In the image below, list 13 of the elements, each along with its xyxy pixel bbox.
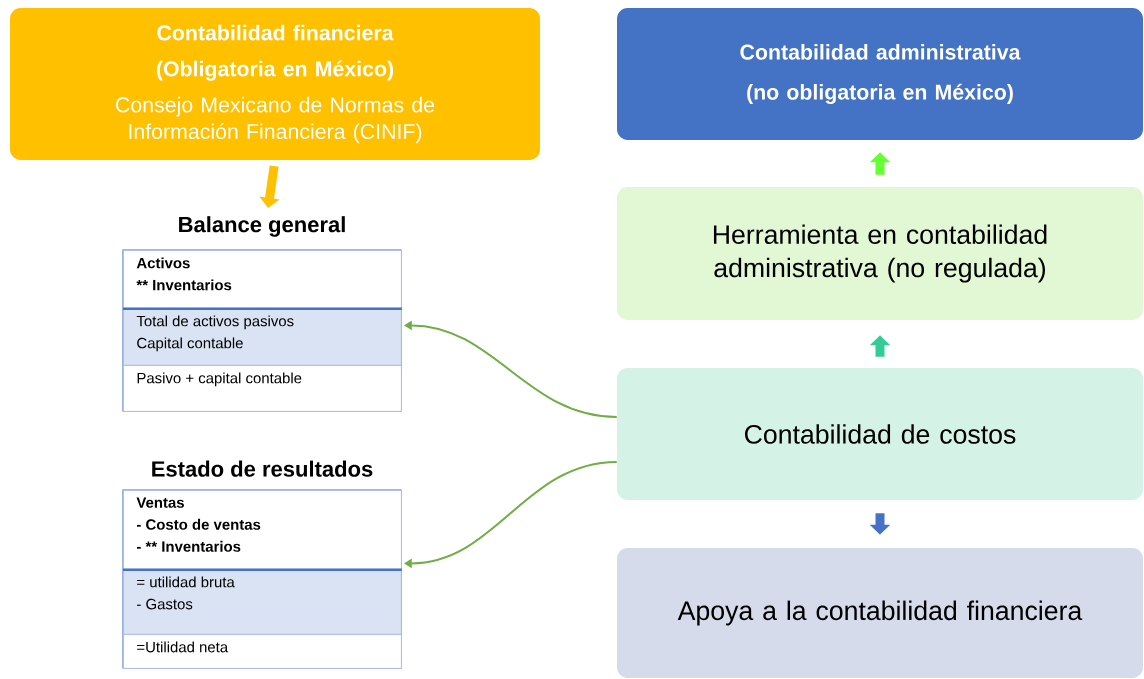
table-row: Total de activos pasivos Capital contable — [123, 308, 402, 366]
rounded-box: Contabilidad de costos — [617, 368, 1143, 500]
node-label: Balance general — [179, 216, 345, 237]
rounded-box: Herramienta en contabilidad administrativa (no regulada) — [617, 187, 1143, 320]
node-label: Estado de resultados — [152, 460, 373, 477]
table-row: Pasivo + capital contable — [123, 365, 402, 412]
table-row: =Utilidad neta — [123, 634, 402, 669]
table-row: = utilidad bruta - Gastos — [123, 569, 402, 635]
table-row: Activos ** Inventarios — [123, 250, 402, 309]
rounded-box: Contabilidad administrativa (no obligatoria en México) — [617, 8, 1143, 140]
title-box: Contabilidad financiera (Obligatoria en México) Consejo Mexicano de Normas de Información Financiera (CINIF) — [10, 8, 540, 160]
table-row: Ventas - Costo de ventas - ** Inventarios — [123, 490, 402, 570]
rounded-box: Apoya a la contabilidad financiera — [617, 548, 1143, 678]
